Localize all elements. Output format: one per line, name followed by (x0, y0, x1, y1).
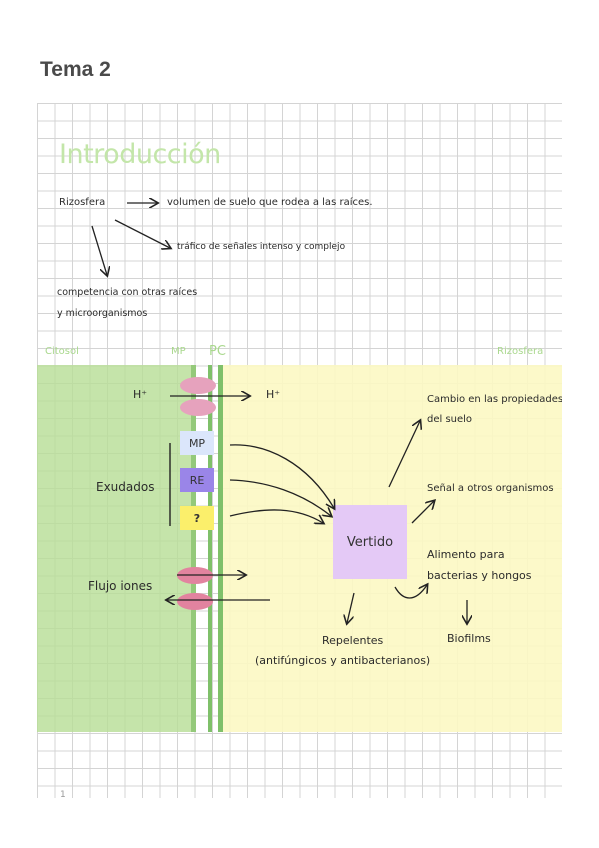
outcome-signal: Señal a otros organismos (427, 483, 554, 494)
outcome-soil-change-2: del suelo (427, 414, 473, 425)
arrow-to-repellents (347, 592, 355, 623)
ion-channel-bottom (177, 593, 213, 610)
cell-wall-inner (208, 365, 212, 732)
rizosfera-term: Rizosfera (59, 197, 106, 208)
diagram-arrows (91, 103, 562, 798)
proton-pump-bottom (180, 399, 216, 416)
zone-label-citosol: Citosol (45, 346, 79, 357)
outcome-food-1: Alimento para (427, 548, 505, 561)
arrow-to-soil-change (388, 421, 420, 488)
arrow-unknown-to-vertido (229, 509, 323, 523)
proton-label-left: H⁺ (133, 388, 148, 401)
outcome-repellents-2: (antifúngicos y antibacterianos) (255, 654, 431, 667)
ion-flux-label: Flujo iones (88, 579, 153, 593)
signal-traffic-note: tráfico de señales intenso y complejo (177, 242, 346, 252)
outcome-food-2: bacterias y hongos (427, 569, 532, 582)
vertido-box: Vertido (333, 505, 407, 579)
outcome-soil-change-1: Cambio en las propiedades (427, 394, 562, 405)
zone-label-pc: PC (209, 344, 226, 359)
plasma-membrane (191, 365, 196, 732)
arrow-rizosfera-traffic (114, 219, 170, 248)
zone-label-mp: MP (171, 346, 186, 357)
rizosfera-definition: volumen de suelo que rodea a las raíces. (167, 197, 373, 208)
cytosol-region (37, 365, 195, 732)
proton-pump-top (180, 377, 216, 394)
mp-box: MP (180, 431, 214, 455)
proton-label-right: H⁺ (266, 388, 281, 401)
outcome-repellents-1: Repelentes (322, 634, 384, 647)
arrow-re-to-vertido (229, 479, 331, 516)
outcome-biofilms: Biofilms (447, 632, 491, 645)
arrow-rizosfera-competition (91, 225, 107, 275)
arrow-to-food (394, 585, 427, 599)
zone-label-rizosfera: Rizosfera (497, 346, 544, 357)
re-box: RE (180, 468, 214, 492)
page-title: Tema 2 (40, 58, 111, 81)
page-mark: 1 (60, 790, 66, 800)
unknown-box: ? (180, 506, 214, 530)
competition-note-line1: competencia con otras raíces (57, 287, 198, 298)
competition-note-line2: y microorganismos (57, 308, 148, 319)
grid-sheet: Introducción Rizosfera volumen de suelo … (37, 103, 562, 798)
arrow-to-signal (411, 501, 434, 524)
arrow-mp-to-vertido (229, 444, 334, 508)
exudados-label: Exudados (96, 480, 155, 494)
cell-wall-outer (218, 365, 223, 732)
section-heading: Introducción (59, 139, 221, 170)
